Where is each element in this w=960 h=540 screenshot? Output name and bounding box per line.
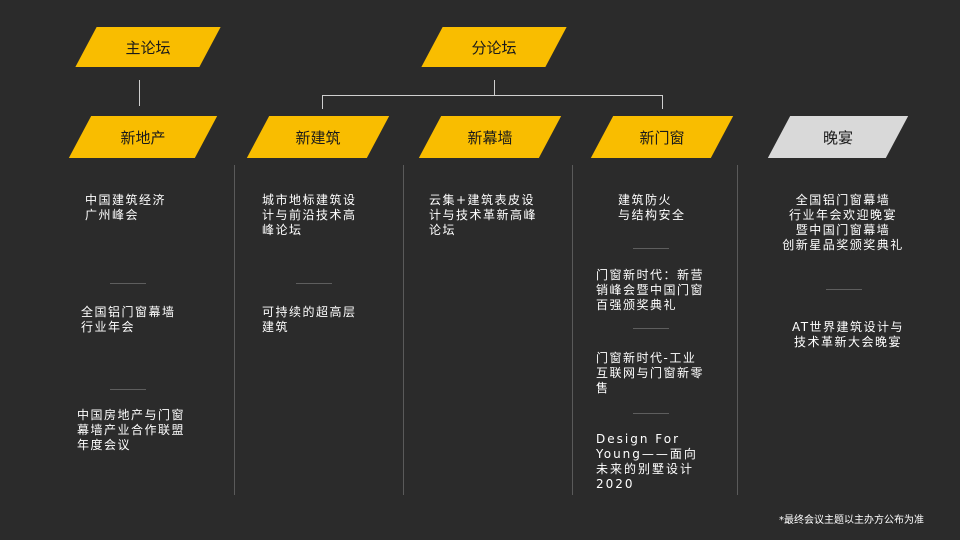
footnote: *最终会议主题以主办方公布为准 xyxy=(779,515,924,526)
sub-forum-bracket xyxy=(322,95,663,96)
main-forum-header: 主论坛 xyxy=(86,27,210,67)
event-item: 云集+建筑表皮设 计与技术革新高峰 论坛 xyxy=(429,193,538,237)
event-item: 中国建筑经济 广州峰会 xyxy=(85,193,167,222)
category-label: 新建筑 xyxy=(295,128,341,147)
column-divider xyxy=(403,165,404,495)
category-banquet: 晚宴 xyxy=(779,116,897,158)
event-item: 门窗新时代：新营 销峰会暨中国门窗 百强颁奖典礼 xyxy=(596,268,705,312)
column-divider xyxy=(572,165,573,495)
event-item: 可持续的超高层 建筑 xyxy=(262,305,357,334)
event-item: 城市地标建筑设 计与前沿技术高 峰论坛 xyxy=(262,193,357,237)
event-item: 全国铝门窗幕墙 行业年会欢迎晚宴 暨中国门窗幕墙 创新星品奖颁奖典礼 xyxy=(782,193,904,252)
main-forum-connector xyxy=(139,80,140,106)
category-new-real-estate: 新地产 xyxy=(80,116,206,158)
event-item: Design For Young——面向 未来的别墅设计 2020 xyxy=(596,432,698,491)
column-divider xyxy=(737,165,738,495)
category-new-doors-windows: 新门窗 xyxy=(602,116,722,158)
category-label: 新幕墙 xyxy=(467,128,513,147)
item-separator xyxy=(633,248,669,249)
sub-forum-stem xyxy=(494,80,495,95)
category-new-architecture: 新建筑 xyxy=(258,116,378,158)
category-label: 新地产 xyxy=(120,128,166,147)
event-item: AT世界建筑设计与 技术革新大会晚宴 xyxy=(791,320,905,349)
bracket-drop-2 xyxy=(662,95,663,109)
column-divider xyxy=(234,165,235,495)
item-separator xyxy=(110,283,146,284)
main-forum-label: 主论坛 xyxy=(125,38,171,57)
item-separator xyxy=(826,289,862,290)
event-item: 门窗新时代-工业 互联网与门窗新零 售 xyxy=(596,351,705,395)
bracket-drop-1 xyxy=(322,95,323,109)
item-separator xyxy=(633,413,669,414)
item-separator xyxy=(296,283,332,284)
sub-forum-header: 分论坛 xyxy=(432,27,556,67)
event-item: 全国铝门窗幕墙 行业年会 xyxy=(81,305,176,334)
item-separator xyxy=(633,328,669,329)
category-label: 新门窗 xyxy=(639,128,685,147)
category-label: 晚宴 xyxy=(822,128,853,147)
sub-forum-label: 分论坛 xyxy=(471,38,517,57)
category-new-curtain-wall: 新幕墙 xyxy=(430,116,550,158)
event-item: 中国房地产与门窗 幕墙产业合作联盟 年度会议 xyxy=(77,408,186,452)
event-item: 建筑防火 与结构安全 xyxy=(618,193,686,222)
item-separator xyxy=(110,389,146,390)
